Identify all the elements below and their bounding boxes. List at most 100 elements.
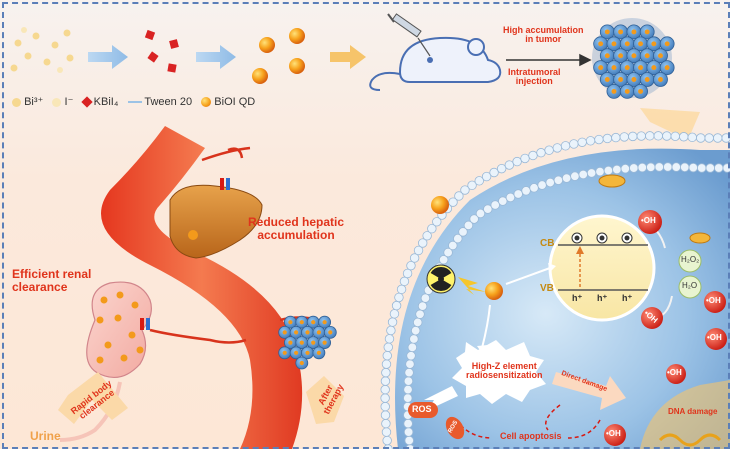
oh-radical-6 xyxy=(604,424,626,446)
label-high-z: High-Z element radiosensitization xyxy=(466,361,543,381)
label-oh-4: •OH xyxy=(707,333,722,342)
membrane-bead xyxy=(448,240,458,251)
tumor-cell-qd xyxy=(322,320,327,325)
membrane-bead xyxy=(467,180,477,191)
tumor-cell-qd xyxy=(305,330,310,335)
arrow-down-to-cell xyxy=(640,108,700,140)
membrane-bead xyxy=(474,176,484,186)
high-z-burst xyxy=(452,340,546,404)
tumor-cell-qd xyxy=(598,41,604,47)
membrane-bead xyxy=(380,393,390,403)
membrane-bead xyxy=(427,223,437,234)
membrane-bead xyxy=(406,260,416,271)
oh-radical-2 xyxy=(641,307,663,329)
blood-vessel xyxy=(101,126,303,449)
tumor-cell-qd xyxy=(638,88,643,94)
tumor-cell-qd xyxy=(618,29,624,35)
membrane-bead xyxy=(687,132,697,143)
dna-strand xyxy=(658,433,722,447)
membrane-bead xyxy=(662,131,672,141)
membrane-bead xyxy=(586,168,597,178)
membrane-bead xyxy=(383,444,393,449)
kidney-qd xyxy=(100,296,108,304)
tumor-cell-qd xyxy=(604,29,610,35)
label-cb: CB xyxy=(540,238,555,249)
membrane-bead xyxy=(380,401,390,412)
membrane-bead xyxy=(413,317,423,328)
arrow-step-3 xyxy=(330,45,366,69)
membrane-bead xyxy=(448,197,458,207)
legend-bi-label: Bi³⁺ xyxy=(24,96,44,108)
label-oh-5: •OH xyxy=(667,368,682,377)
band-diagram xyxy=(548,214,656,322)
tumor-cell-qd xyxy=(618,77,624,82)
oh-radical-1 xyxy=(638,210,662,234)
membrane-bead xyxy=(603,165,614,176)
membrane-bead xyxy=(577,137,587,147)
kidney-qds xyxy=(96,291,144,364)
tumor-cells-left xyxy=(278,315,337,370)
label-reduced-hepatic: Reduced hepatic accumulation xyxy=(248,215,345,242)
tumor-cell-qd xyxy=(282,350,287,355)
biOI-qds-synth xyxy=(252,28,305,84)
tumor-cell-qd xyxy=(624,65,630,71)
tumor-cell-qd xyxy=(311,340,316,345)
label-dna-damage: DNA damage xyxy=(668,407,718,416)
tumor-cell-qd xyxy=(611,65,617,71)
membrane-bead xyxy=(384,334,395,344)
membrane-bead xyxy=(383,342,393,352)
mouse-illustration xyxy=(369,36,502,91)
nucleus xyxy=(640,380,730,449)
arrow-step-2 xyxy=(196,45,236,69)
membrane-bead xyxy=(561,173,572,183)
tumor-cell-qd xyxy=(664,65,670,71)
membrane-bead xyxy=(521,186,531,196)
membrane-bead xyxy=(413,245,424,256)
membrane-bead xyxy=(404,367,414,378)
membrane-bead xyxy=(505,192,516,203)
kidney-qd xyxy=(131,301,139,309)
membrane-bead xyxy=(544,145,554,155)
arrow-step-1 xyxy=(88,45,128,69)
tumor-cell-qd xyxy=(322,340,327,345)
direct-damage-arrow xyxy=(552,372,626,410)
membrane-bead xyxy=(498,196,508,206)
membrane-bead xyxy=(386,325,396,336)
membrane-bead xyxy=(380,376,391,386)
x-ray-bolt xyxy=(458,277,486,295)
vessel-branch-kidney xyxy=(149,328,247,344)
tumor-cell-qd xyxy=(651,41,657,47)
tumor-cell-qd xyxy=(299,360,304,366)
membrane-bead xyxy=(460,185,470,195)
precursor-ions xyxy=(10,27,74,73)
membrane-bead xyxy=(654,162,664,172)
legend: Bi³⁺ I⁻ KBiI₄ Tween 20 BiOI QD xyxy=(12,96,255,109)
membrane-bead xyxy=(403,427,414,437)
tumor-cell-qd xyxy=(638,65,643,71)
kidney-qd xyxy=(104,341,112,349)
label-oh-3: •OH xyxy=(706,296,721,305)
legend-kbii4-label: KBiI₄ xyxy=(93,96,119,108)
membrane-bead xyxy=(612,164,622,175)
legend-tween-label: Tween 20 xyxy=(144,96,193,108)
membrane-bead xyxy=(475,208,486,219)
tumor-cell-qd xyxy=(631,53,637,59)
membrane-bead xyxy=(418,238,428,248)
label-oh-1: •OH xyxy=(641,216,656,225)
kidney-qd xyxy=(96,316,104,324)
oh-radical-3 xyxy=(704,291,726,313)
membrane-bead xyxy=(438,255,449,265)
membrane-bead xyxy=(404,435,414,446)
membrane-bead xyxy=(653,131,663,141)
kidney-qd xyxy=(128,331,136,339)
tumor-cell-qd xyxy=(664,41,670,47)
oh-radical-5 xyxy=(666,364,686,384)
tumor-cells-top xyxy=(593,24,675,99)
tumor-cell-qd xyxy=(644,29,650,35)
radiation-icon xyxy=(426,264,456,294)
label-urine: Urine xyxy=(30,429,61,443)
tumor-cell-qd xyxy=(305,350,310,355)
membrane-bead xyxy=(490,200,500,210)
membrane-bead xyxy=(537,180,547,190)
after-therapy-arrow xyxy=(306,376,344,424)
